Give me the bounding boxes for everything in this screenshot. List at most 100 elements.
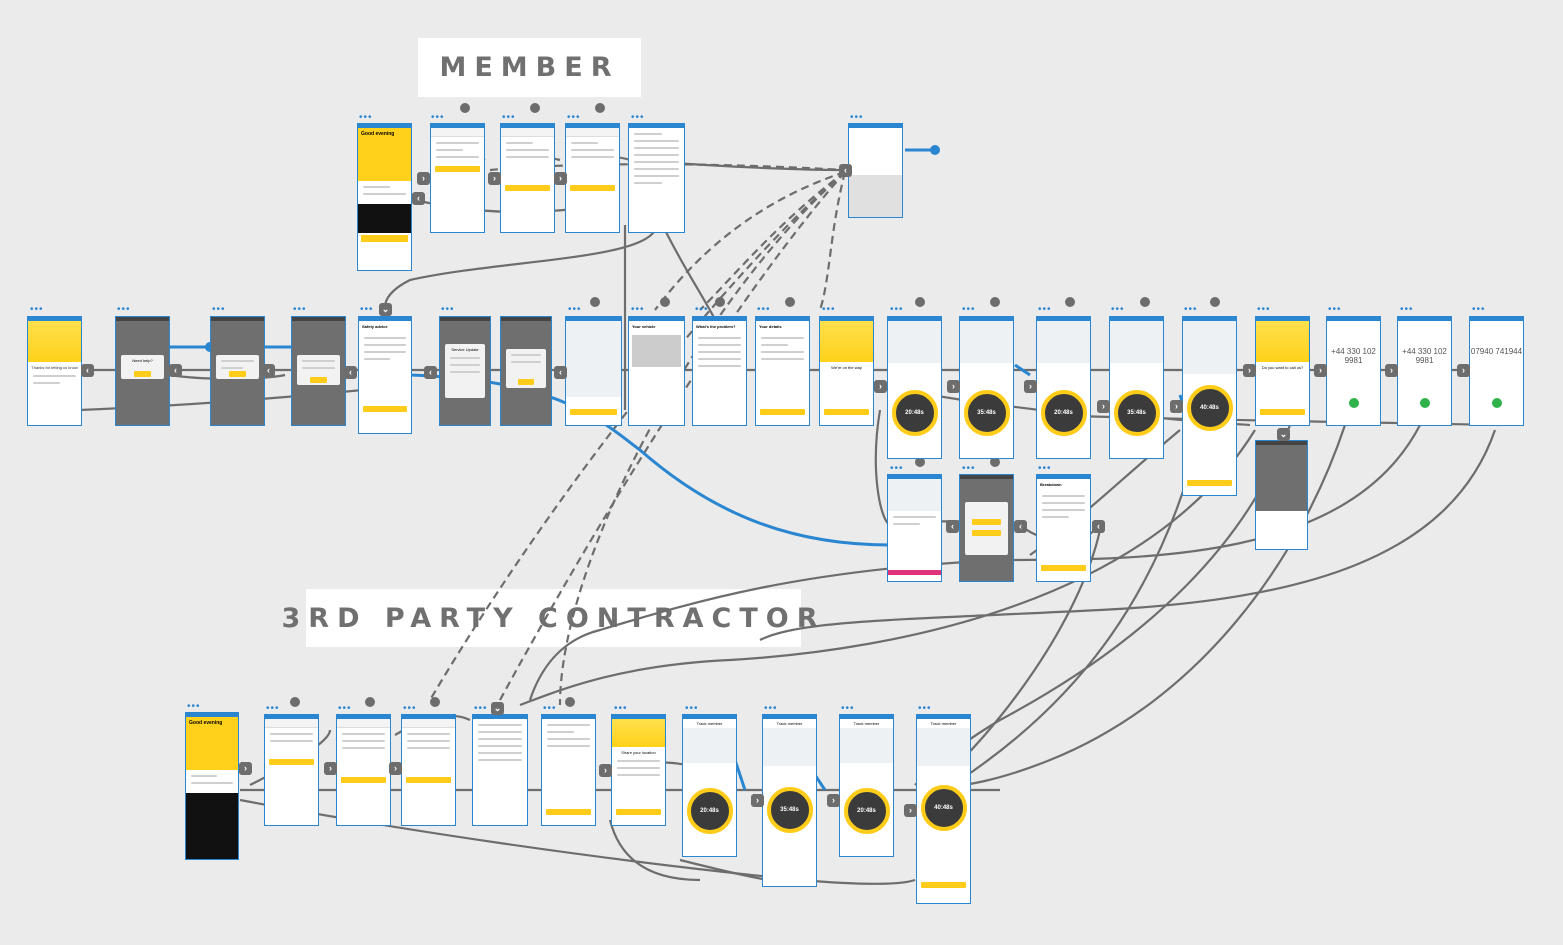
dialer-screen-3: 07940 741944 <box>1469 316 1524 426</box>
chevron-left-icon[interactable]: ‹ <box>1014 520 1027 533</box>
login-email-screen <box>430 123 485 233</box>
call-button[interactable] <box>1491 397 1502 408</box>
chevron-right-icon[interactable]: › <box>554 172 567 185</box>
contractor-password-screen <box>336 714 391 826</box>
chevron-right-icon[interactable]: › <box>1314 364 1327 377</box>
timer-dial: 40:48s <box>1186 384 1233 431</box>
track-member-screen-3: Track member 20:48s <box>839 714 894 857</box>
chevron-left-icon[interactable]: ‹ <box>1092 520 1105 533</box>
chevron-right-icon[interactable]: › <box>1024 380 1037 393</box>
service-update-screen: Service Update <box>439 316 491 426</box>
breakdown-title: Breakdown <box>1040 482 1062 487</box>
chevron-left-icon[interactable]: ‹ <box>412 192 425 205</box>
contractor-form-screen <box>472 714 528 826</box>
track-screen-3: 20:48s <box>1036 316 1091 459</box>
chevron-right-icon[interactable]: › <box>239 762 252 775</box>
chevron-right-icon[interactable]: › <box>904 804 917 817</box>
chevron-left-icon[interactable]: ‹ <box>81 364 94 377</box>
chevron-left-icon[interactable]: ‹ <box>169 364 182 377</box>
safety-advice-screen: Safety advice <box>358 316 412 434</box>
chevron-right-icon[interactable]: › <box>417 172 430 185</box>
chevron-right-icon[interactable]: › <box>1170 400 1183 413</box>
track-screen-5: 40:48s <box>1182 316 1237 496</box>
dialer-screen-1: +44 330 102 9981 <box>1326 316 1381 426</box>
timer-dial: 35:48s <box>963 390 1010 437</box>
chevron-down-icon[interactable]: ⌄ <box>1277 428 1290 441</box>
timer-dial: 35:48s <box>1113 390 1160 437</box>
on-the-way-title: We're on the way <box>831 365 862 371</box>
map-screen <box>565 316 622 426</box>
chevron-right-icon[interactable]: › <box>1243 364 1256 377</box>
chevron-right-icon[interactable]: › <box>827 794 840 807</box>
timer-dial: 40:48s <box>920 784 967 831</box>
chevron-left-icon[interactable]: ‹ <box>344 366 357 379</box>
problem-title: What's the problem? <box>696 324 736 329</box>
safety-advice-title: Safety advice <box>362 324 388 329</box>
timer-dial: 20:48s <box>891 390 938 437</box>
track-member-title: Track member <box>776 721 803 726</box>
share-location-screen: Share your location <box>611 714 666 826</box>
breakdown-screen: Breakdown <box>1036 474 1091 582</box>
track-member-screen-1: Track member 20:48s <box>682 714 737 857</box>
chevron-right-icon[interactable]: › <box>389 762 402 775</box>
chevron-down-icon[interactable]: ⌄ <box>491 702 504 715</box>
contractor-login-screen <box>264 714 319 826</box>
login-password-screen <box>500 123 555 233</box>
track-member-screen-4: Track member 40:48s <box>916 714 971 904</box>
track-member-title: Track member <box>930 721 957 726</box>
your-vehicle-screen: Your vehicle <box>628 316 685 426</box>
chevron-left-icon[interactable]: ‹ <box>839 164 852 177</box>
track-screen-2: 35:48s <box>959 316 1014 459</box>
chevron-left-icon[interactable]: ‹ <box>262 364 275 377</box>
chevron-down-icon[interactable]: ⌄ <box>379 303 392 316</box>
chevron-right-icon[interactable]: › <box>1097 400 1110 413</box>
member-home-screen: Good evening <box>357 123 412 271</box>
contractor-label-text: 3RD PARTY CONTRACTOR <box>281 602 826 634</box>
your-vehicle-title: Your vehicle <box>632 324 656 329</box>
login-button[interactable] <box>505 184 550 191</box>
call-us-screen: Do you want to call us? <box>1255 316 1310 426</box>
next-button[interactable] <box>435 165 480 172</box>
contractor-home-screen: Good evening <box>185 712 239 860</box>
thanks-screen: Thanks for letting us know <box>27 316 82 426</box>
chevron-left-icon[interactable]: ‹ <box>554 366 567 379</box>
good-evening-title: Good evening <box>358 128 411 181</box>
dots-icon[interactable]: ••• <box>359 112 373 123</box>
chevron-right-icon[interactable]: › <box>1385 364 1398 377</box>
call-button[interactable] <box>1419 397 1430 408</box>
timer-dial: 20:48s <box>1040 390 1087 437</box>
login-confirm-screen <box>565 123 620 233</box>
chevron-right-icon[interactable]: › <box>751 794 764 807</box>
call-us-title: Do you want to call us? <box>1261 365 1304 371</box>
arrival-screen <box>887 474 942 582</box>
timer-dial: 20:48s <box>686 788 733 835</box>
call-button[interactable] <box>1348 397 1359 408</box>
chevron-right-icon[interactable]: › <box>488 172 501 185</box>
contractor-confirm-screen <box>401 714 456 826</box>
phone-number: +44 330 102 9981 <box>1402 347 1447 366</box>
on-the-way-screen: We're on the way <box>819 316 874 426</box>
chevron-right-icon[interactable]: › <box>599 764 612 777</box>
report-prompt-screen <box>291 316 346 426</box>
share-location-title: Share your location <box>621 749 656 755</box>
job-details-screen <box>541 714 596 826</box>
thanks-text: Thanks for letting us know <box>31 365 78 371</box>
vehicle-prompt-screen <box>500 316 552 426</box>
track-screen-4: 35:48s <box>1109 316 1164 459</box>
chevron-left-icon[interactable]: ‹ <box>946 520 959 533</box>
member-label-text: MEMBER <box>439 52 620 83</box>
keyboard-screen <box>848 123 903 218</box>
chevron-left-icon[interactable]: ‹ <box>424 366 437 379</box>
track-member-title: Track member <box>696 721 723 726</box>
share-sheet-screen <box>1255 440 1308 550</box>
phone-number: 07940 741944 <box>1470 347 1523 357</box>
chevron-right-icon[interactable]: › <box>324 762 337 775</box>
need-help-title: Need help? <box>132 357 153 363</box>
need-help-screen: Need help? <box>115 316 170 426</box>
your-details-screen: Your details <box>755 316 810 426</box>
your-details-title: Your details <box>759 324 782 329</box>
chevron-right-icon[interactable]: › <box>947 380 960 393</box>
track-screen-1: 20:48s <box>887 316 942 459</box>
chevron-right-icon[interactable]: › <box>874 380 887 393</box>
chevron-right-icon[interactable]: › <box>1457 364 1470 377</box>
